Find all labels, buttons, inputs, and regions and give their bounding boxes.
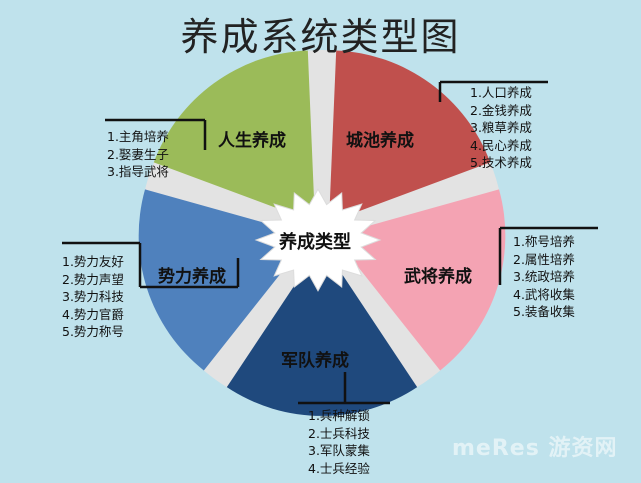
list-item: 3.指导武将 — [107, 164, 169, 179]
list-item: 2.娶妻生子 — [107, 146, 169, 162]
callout-city — [438, 80, 548, 102]
wedge-general — [333, 189, 506, 371]
callout-general — [498, 226, 598, 285]
segment-label-life: 人生养成 — [218, 131, 286, 151]
callout-faction — [62, 241, 240, 289]
page-title: 养成系统类型图 — [180, 15, 461, 59]
callout-lines — [62, 80, 598, 405]
list-faction: 1.势力友好 2.势力声望 3.势力科技 4.势力官爵 5.势力称号 — [62, 253, 124, 341]
list-item: 2.金钱养成 — [470, 102, 532, 118]
list-item: 1.势力友好 — [62, 254, 124, 269]
list-item: 3.势力科技 — [62, 289, 124, 304]
list-general: 1.称号培养 2.属性培养 3.统政培养 4.武将收集 5.装备收集 — [513, 233, 575, 321]
list-item: 5.技术养成 — [470, 155, 532, 170]
segment-label-army: 军队养成 — [281, 351, 349, 371]
segment-label-faction: 势力养成 — [158, 267, 226, 287]
list-item: 2.势力声望 — [62, 271, 124, 287]
list-item: 3.统政培养 — [513, 269, 575, 284]
callout-life — [105, 118, 207, 150]
list-item: 2.士兵科技 — [308, 425, 370, 441]
list-life: 1.主角培养 2.娶妻生子 3.指导武将 — [107, 128, 169, 181]
list-item: 4.民心养成 — [470, 137, 532, 153]
list-item: 2.属性培养 — [513, 251, 575, 267]
wedge-army — [226, 243, 418, 416]
wedge-city — [329, 50, 491, 223]
center-starburst — [254, 188, 382, 292]
list-item: 1.人口养成 — [470, 85, 532, 100]
list-army: 1.兵种解锁 2.士兵科技 3.军队蒙集 4.士兵经验 — [308, 407, 370, 477]
list-item: 1.称号培养 — [513, 234, 575, 249]
wedge-faction — [138, 189, 311, 371]
watermark: meRes 游资网 — [452, 436, 618, 461]
segment-label-general: 武将养成 — [404, 267, 472, 287]
list-item: 5.势力称号 — [62, 324, 124, 339]
list-item: 4.武将收集 — [513, 286, 575, 302]
callout-army — [298, 372, 390, 405]
list-item: 5.装备收集 — [513, 304, 575, 319]
list-item: 4.势力官爵 — [62, 306, 124, 322]
center-label: 养成类型 — [279, 232, 351, 253]
wedge-life — [153, 50, 315, 223]
list-item: 3.粮草养成 — [470, 120, 532, 135]
list-item: 1.兵种解锁 — [308, 408, 370, 423]
list-item: 4.士兵经验 — [308, 460, 370, 476]
list-item: 3.军队蒙集 — [308, 443, 370, 458]
list-item: 1.主角培养 — [107, 129, 169, 144]
segment-label-city: 城池养成 — [346, 131, 414, 151]
list-city: 1.人口养成 2.金钱养成 3.粮草养成 4.民心养成 5.技术养成 — [470, 84, 532, 172]
